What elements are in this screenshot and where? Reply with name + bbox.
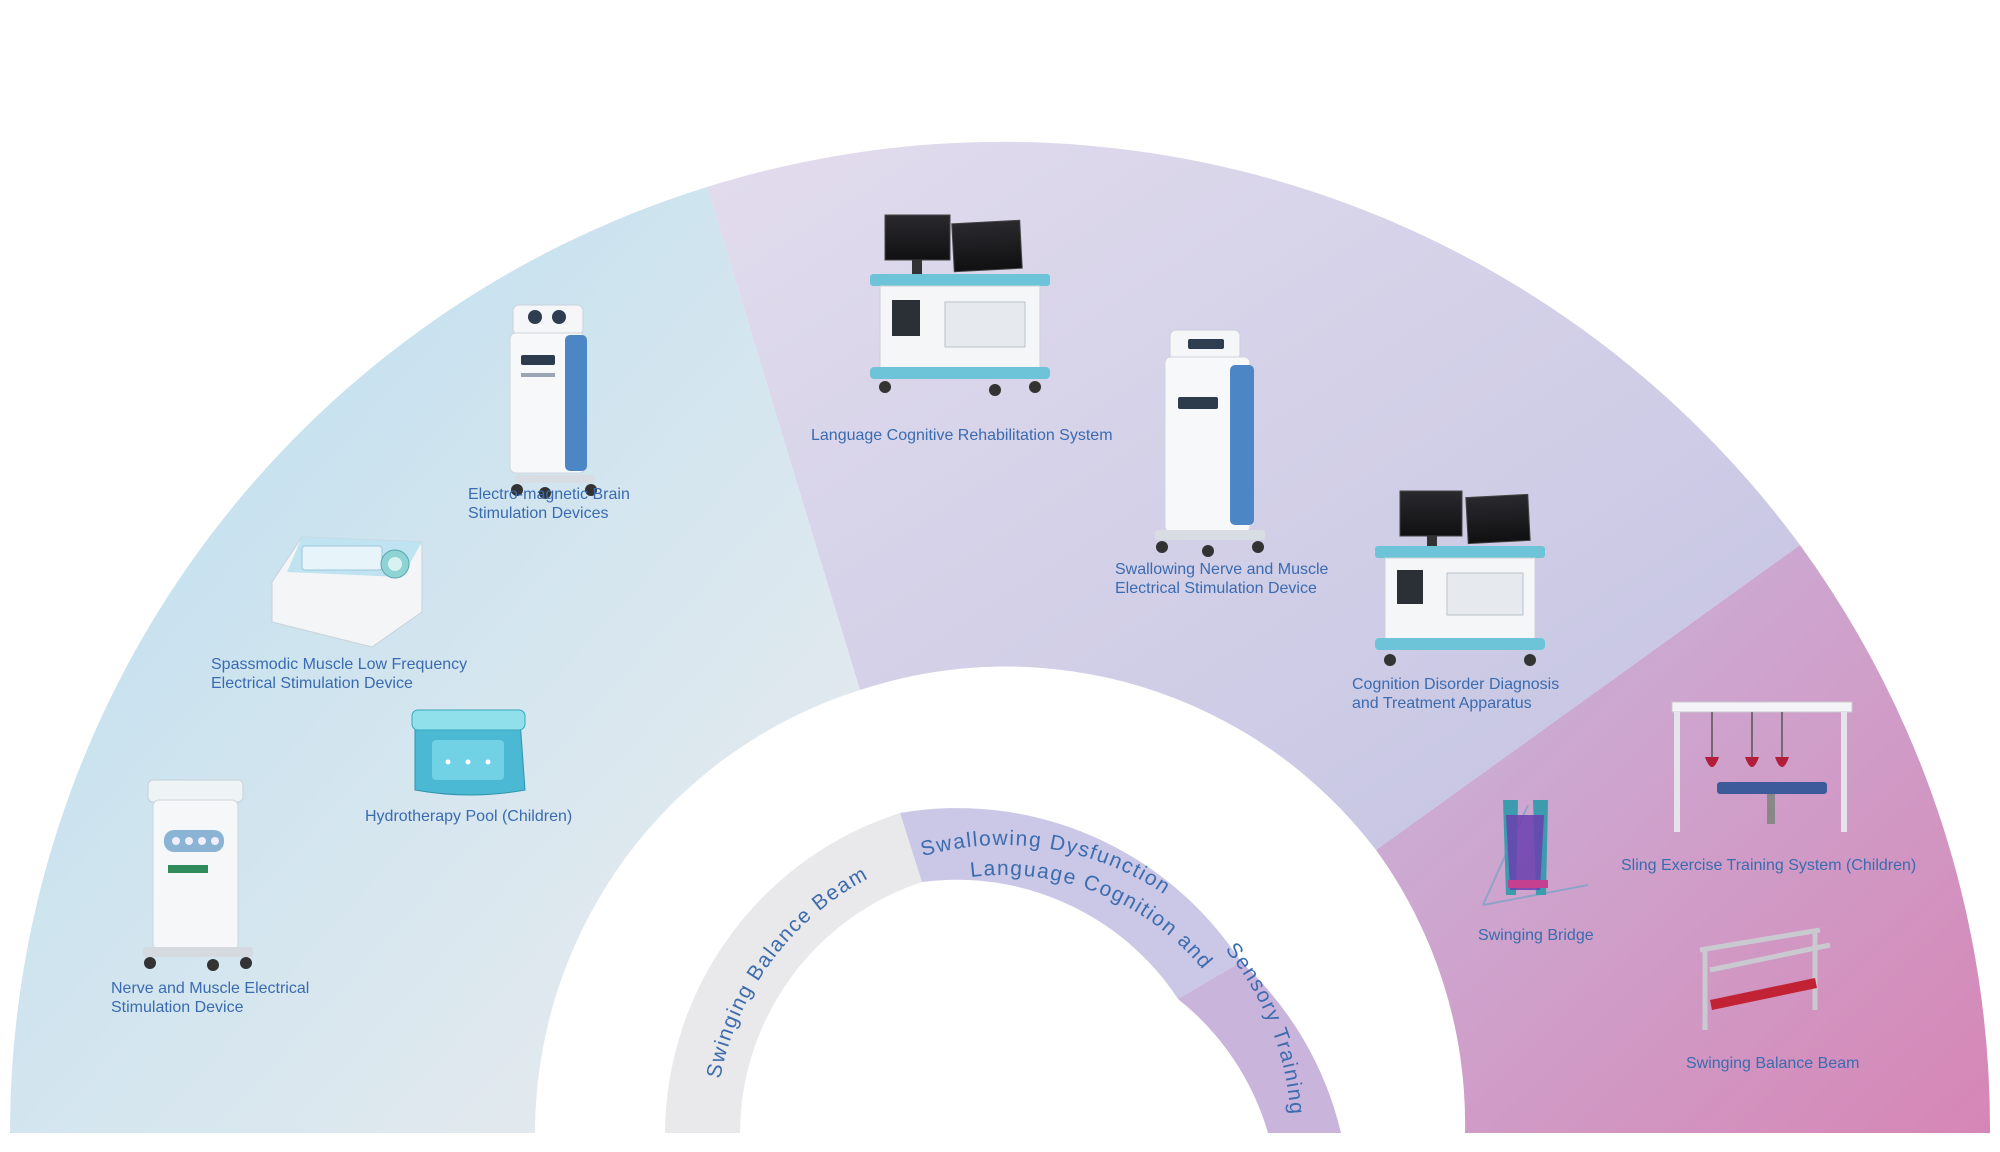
nerve-muscle-device-image — [143, 779, 253, 971]
label-hydrotherapy-pool: Hydrotherapy Pool (Children) — [365, 807, 572, 826]
swinging-bridge-image — [1482, 800, 1589, 906]
label-sling-exercise: Sling Exercise Training System (Children… — [1621, 856, 1916, 875]
label-swinging-bridge: Swinging Bridge — [1478, 926, 1594, 945]
label-line: Nerve and Muscle Electrical — [111, 980, 310, 997]
label-line: Stimulation Devices — [468, 505, 609, 522]
label-nerve-muscle: Nerve and Muscle Electrical Stimulation … — [111, 979, 309, 1017]
ring-segment-balance — [665, 813, 922, 1133]
hydrotherapy-pool-image — [411, 709, 526, 796]
label-line: Electro-magnetic Brain — [468, 486, 630, 503]
label-cognition-disorder: Cognition Disorder Diagnosis and Treatme… — [1352, 675, 1559, 713]
ring-segment-language — [900, 808, 1241, 999]
label-line: Sling Exercise Training System (Children… — [1621, 857, 1917, 874]
spassmodic-muscle-device-image — [271, 536, 423, 648]
label-electromagnetic-brain: Electro-magnetic Brain Stimulation Devic… — [468, 485, 630, 523]
sector-sensory — [1376, 545, 1991, 1133]
label-line: Stimulation Device — [111, 999, 244, 1016]
electromagnetic-brain-device-image — [509, 304, 597, 499]
label-line: Swinging Bridge — [1478, 927, 1594, 944]
label-spassmodic-muscle: Spassmodic Muscle Low Frequency Electric… — [211, 655, 467, 693]
ring-segment-sensory — [1178, 962, 1341, 1133]
label-line: Electrical Stimulation Device — [1115, 580, 1317, 597]
label-balance-beam: Swinging Balance Beam — [1686, 1054, 1859, 1073]
label-line: Language Cognitive Rehabilitation System — [811, 427, 1113, 444]
balance-beam-image — [1699, 927, 1831, 1030]
sling-exercise-system-image — [1671, 701, 1853, 832]
label-swallowing-nerve: Swallowing Nerve and Muscle Electrical S… — [1115, 560, 1328, 598]
label-line: and Treatment Apparatus — [1352, 695, 1532, 712]
label-language-cognitive: Language Cognitive Rehabilitation System — [811, 426, 1113, 445]
label-line: Swallowing Nerve and Muscle — [1115, 561, 1329, 578]
label-line: Hydrotherapy Pool (Children) — [365, 808, 573, 825]
cognition-disorder-apparatus-image — [1375, 490, 1545, 666]
language-cognitive-system-image — [870, 214, 1050, 396]
label-line: Electrical Stimulation Device — [211, 675, 413, 692]
label-line: Swinging Balance Beam — [1686, 1055, 1860, 1072]
label-line: Cognition Disorder Diagnosis — [1352, 676, 1560, 693]
label-line: Spassmodic Muscle Low Frequency — [211, 656, 468, 673]
swallowing-nerve-device-image — [1155, 329, 1265, 557]
